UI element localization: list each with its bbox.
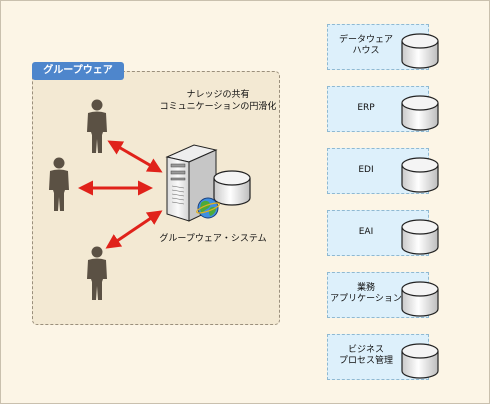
person-icon-bottom [87, 246, 107, 300]
system-label-business-app: 業務 アプリケーション [330, 283, 402, 304]
system-label-dwh: データウェア ハウス [338, 35, 393, 56]
database-icon-erp [401, 95, 439, 131]
system-caption: グループウェア・システム [159, 234, 267, 244]
database-icon-edi [401, 157, 439, 193]
arrow-top [107, 140, 163, 173]
database-icon-dwh [401, 33, 439, 69]
system-label-bpm: ビジネス プロセス管理 [338, 345, 393, 366]
system-label-eai: EAI [358, 227, 374, 237]
knowledge-caption: ナレッジの共有 コミュニケーションの円滑化 [159, 90, 277, 112]
database-icon-eai [401, 219, 439, 255]
groupware-tab: グループウェア [32, 62, 124, 80]
person-icon-middle [49, 157, 69, 211]
database-icon-business-app [401, 281, 439, 317]
arrow-bottom [105, 210, 163, 249]
globe-icon [196, 197, 220, 219]
system-label-edi: EDI [358, 165, 374, 175]
person-icon-top [87, 99, 107, 153]
database-icon-bpm [401, 343, 439, 379]
system-label-erp: ERP [357, 103, 375, 113]
server-database-icon [213, 170, 251, 206]
